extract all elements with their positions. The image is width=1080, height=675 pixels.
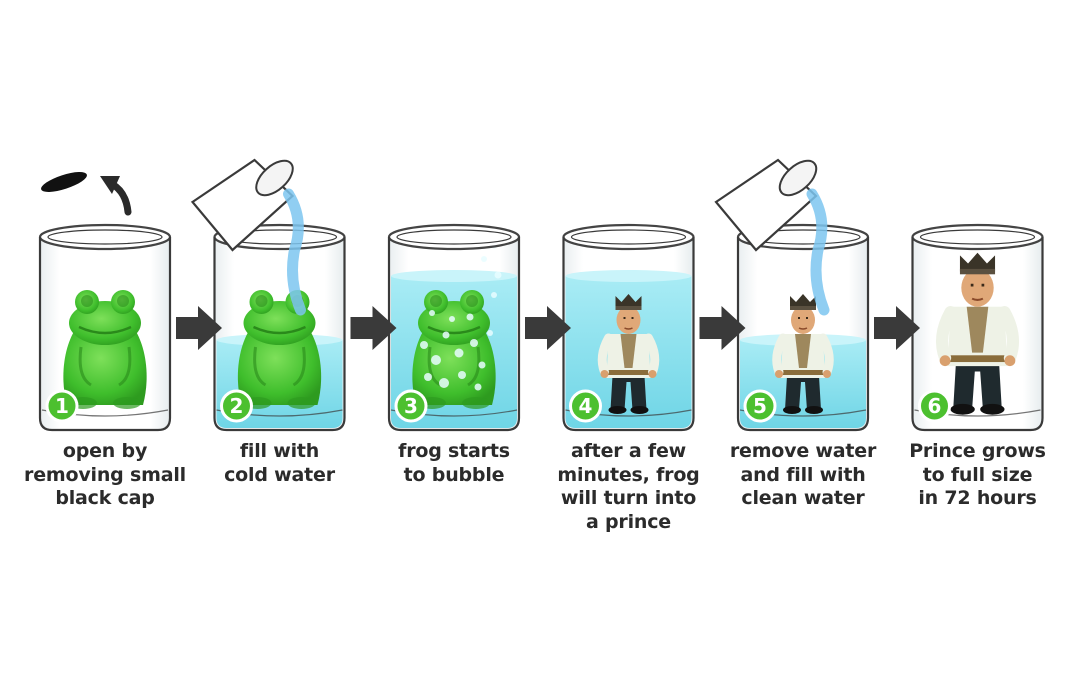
- caption-line: a prince: [586, 510, 671, 533]
- bubble-5: [478, 361, 486, 369]
- caption-line: minutes, frog: [557, 463, 700, 486]
- caption-line: Prince grows: [909, 440, 1046, 462]
- right-arrow-icon-3: [525, 306, 571, 350]
- bubble-14: [491, 292, 497, 298]
- step-2-badge: 2: [220, 389, 253, 423]
- caption-line: to bubble: [403, 463, 505, 486]
- right-arrow-icon-5: [874, 306, 920, 350]
- prince-figure-4: [597, 294, 660, 414]
- bubble-9: [474, 383, 482, 391]
- caption-line: to full size: [922, 463, 1033, 486]
- step-number: 3: [404, 394, 418, 418]
- step-3-jar: 3: [387, 223, 521, 432]
- caption-line: clean water: [741, 487, 865, 509]
- caption-line: frog starts: [398, 440, 510, 462]
- curved-arrow-icon: [100, 176, 132, 216]
- step-5-badge: 5: [743, 389, 777, 423]
- caption-line: open by: [62, 440, 148, 462]
- step-number: 4: [579, 394, 593, 418]
- right-arrow-icon-1: [176, 306, 222, 350]
- step-number: 1: [55, 394, 69, 418]
- bubble-0: [420, 341, 428, 349]
- bubble-8: [458, 371, 466, 379]
- caption-line: will turn into: [560, 487, 697, 509]
- bubble-2: [442, 331, 450, 339]
- right-arrow-icon-4: [699, 306, 746, 350]
- step-1-badge: 1: [45, 389, 79, 423]
- bubble-15: [494, 271, 502, 279]
- bubble-12: [429, 310, 435, 316]
- bubble-7: [439, 378, 449, 388]
- water-pitcher-icon-5: [714, 158, 830, 316]
- bubble-3: [454, 348, 464, 358]
- prince-figure-5: [772, 294, 834, 414]
- caption-line: remove water: [729, 440, 877, 462]
- step-5-jar: 5: [714, 158, 870, 432]
- caption-line: removing small: [24, 463, 186, 486]
- caption-line: cold water: [224, 463, 335, 486]
- bubble-16: [481, 256, 487, 262]
- bubble-4: [470, 339, 478, 347]
- bubble-1: [431, 355, 441, 365]
- bubble-13: [487, 330, 493, 336]
- step-number: 5: [753, 394, 767, 418]
- step-6-jar: 6: [911, 223, 1044, 432]
- caption-line: black cap: [55, 487, 155, 509]
- step-number: 2: [230, 394, 244, 418]
- water-pitcher-icon-2: [190, 158, 306, 316]
- step-3-badge: 3: [394, 389, 428, 423]
- black-cap-icon: [41, 172, 87, 192]
- step-1-jar: 1: [38, 223, 172, 432]
- step-2-jar: 2: [190, 158, 346, 432]
- step-4-badge: 4: [569, 389, 602, 423]
- caption-line: and fill with: [740, 463, 866, 486]
- caption-line: after a few: [571, 440, 686, 462]
- caption-line: in 72 hours: [918, 487, 1037, 509]
- bubble-10: [449, 316, 455, 322]
- step-number: 6: [928, 394, 942, 418]
- bubble-6: [424, 373, 432, 381]
- bubble-11: [466, 313, 474, 321]
- step-6-badge: 6: [918, 389, 951, 423]
- prince-figure-6: [935, 252, 1020, 415]
- step-4-jar: 4: [562, 223, 695, 432]
- right-arrow-icon-2: [350, 306, 397, 350]
- caption-line: fill with: [239, 440, 320, 462]
